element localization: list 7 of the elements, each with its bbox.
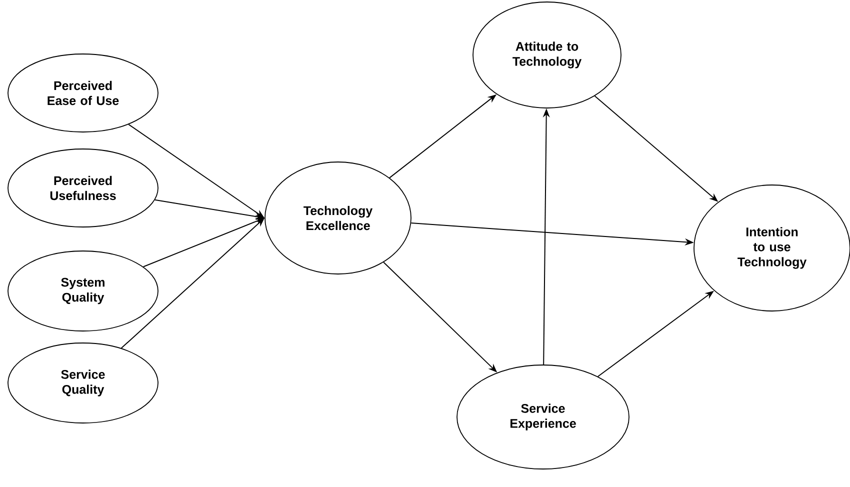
ellipse-node: Technology Excellence [264, 162, 412, 274]
ellipse-node: Attitude to Technology [472, 2, 622, 108]
ellipse-node: Perceived Ease of Use [8, 54, 158, 132]
ellipse-node: Perceived Usefulness [8, 148, 158, 228]
ellipse-node: Service Experience [456, 364, 630, 470]
ellipse-node: Service Quality [8, 342, 158, 424]
ellipse-node: System Quality [8, 250, 158, 332]
